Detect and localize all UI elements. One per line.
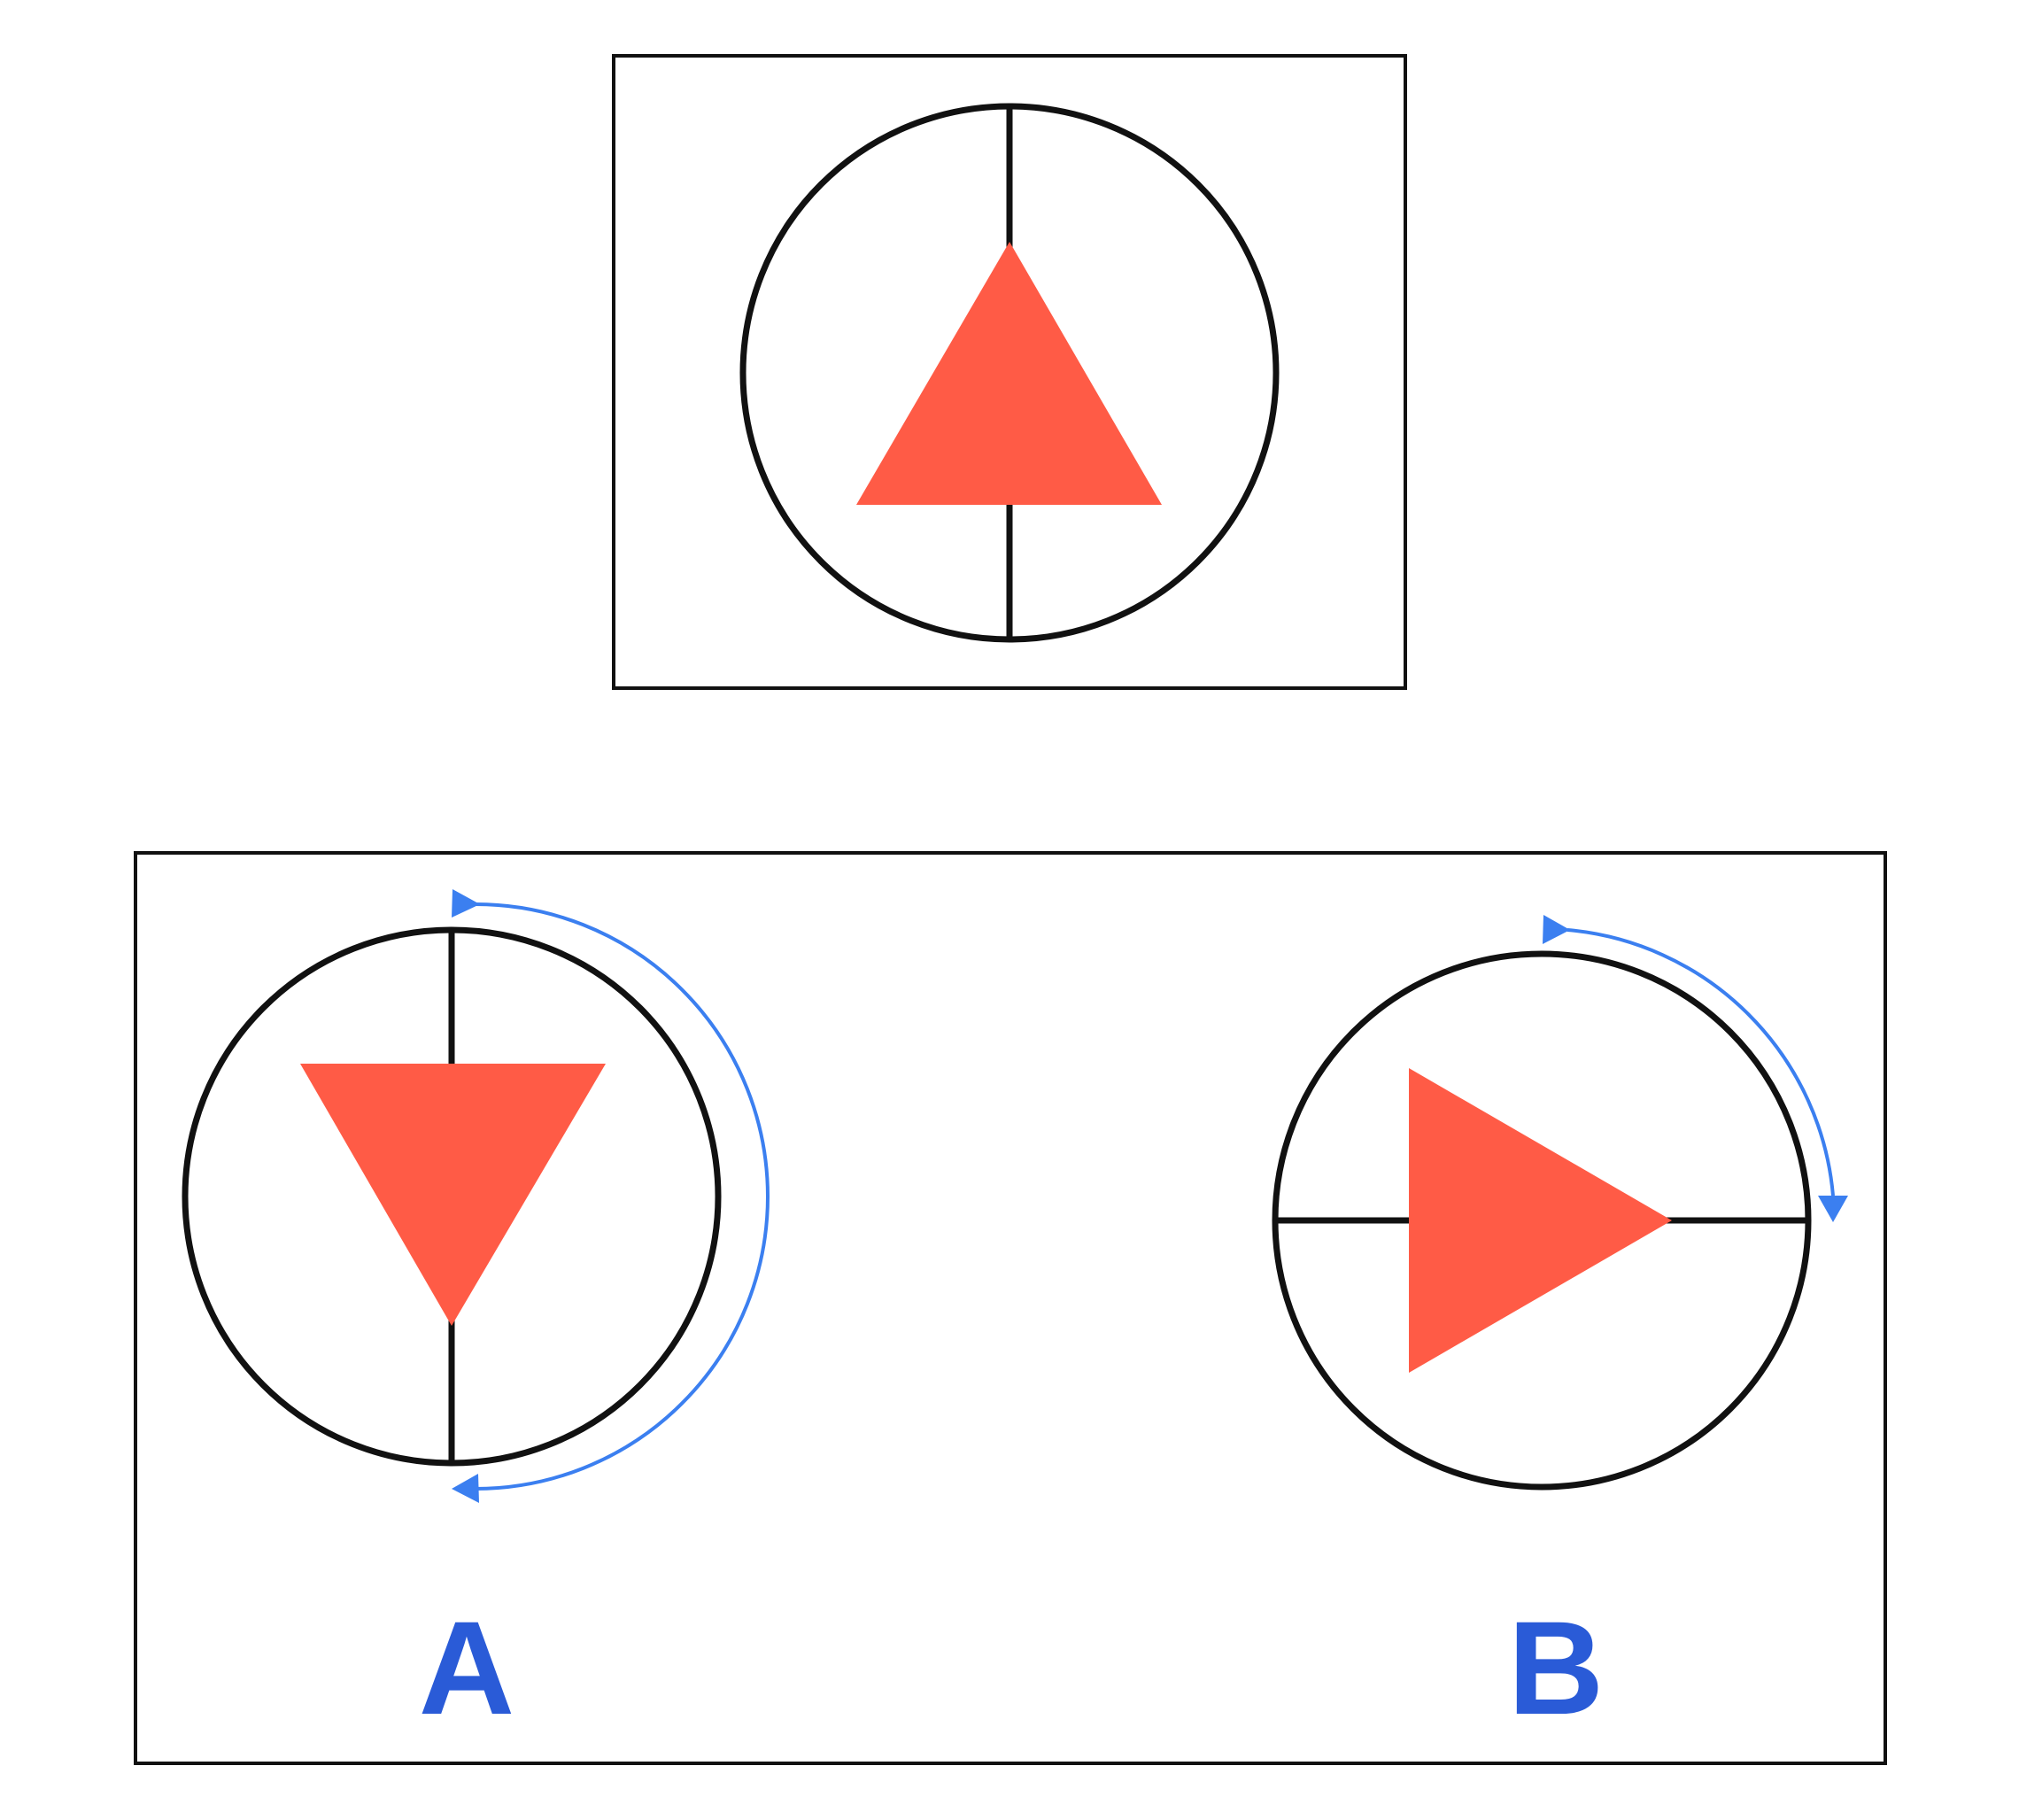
option-a-label: A	[419, 1593, 514, 1742]
option-a-arrowhead-start	[452, 889, 480, 918]
reference-circle	[739, 103, 1280, 643]
options-frame	[134, 851, 1887, 1765]
reference-frame	[612, 54, 1407, 690]
option-a-arrowhead-end	[452, 1474, 479, 1503]
reference-triangle	[856, 242, 1162, 505]
option-b-circle	[1272, 950, 1812, 1491]
reference-dial	[739, 103, 1280, 643]
reference-panel	[612, 54, 1407, 690]
option-b-label: B	[1508, 1593, 1604, 1742]
option-b[interactable]: B	[1272, 915, 1848, 1742]
option-a-rotation-arc	[475, 902, 770, 1491]
option-a-rotation-arrow-icon	[452, 889, 770, 1503]
option-a-triangle	[300, 1064, 606, 1326]
option-b-arrowhead-start	[1543, 915, 1570, 944]
option-b-arrowhead-end	[1818, 1196, 1848, 1222]
option-a-circle	[182, 926, 722, 1467]
option-b-rotation-arc	[1566, 928, 1835, 1197]
option-b-triangle	[1409, 1068, 1672, 1373]
options-panel: A B	[134, 851, 1887, 1765]
option-b-rotation-arrow-icon	[1543, 915, 1848, 1222]
option-a[interactable]: A	[182, 889, 770, 1742]
